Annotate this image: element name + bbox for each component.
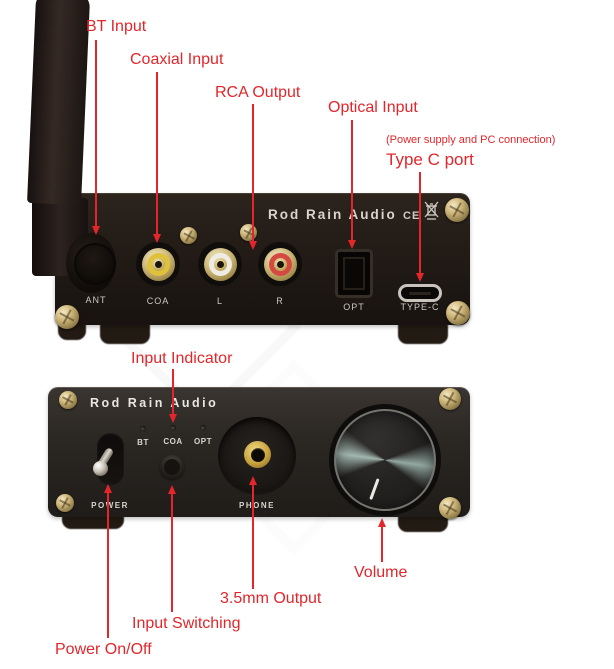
coa-label: COA	[146, 296, 170, 306]
antenna	[27, 0, 91, 206]
rca-right-output-jack	[260, 244, 300, 284]
rca-hole	[276, 260, 284, 268]
arrow-down-icon	[169, 414, 177, 423]
screw	[445, 198, 469, 222]
annotation-coaxial-input: Coaxial Input	[130, 51, 224, 68]
front-device-foot	[62, 514, 124, 529]
screw	[439, 497, 461, 519]
type-c-label: TYPE-C	[400, 302, 440, 312]
annotation-line	[252, 485, 254, 589]
annotation-bt-input: BT Input	[86, 18, 147, 35]
annotation-line	[95, 40, 97, 226]
arrow-up-icon	[104, 484, 112, 493]
annotation-3-5mm-output: 3.5mm Output	[220, 590, 322, 607]
arrow-down-icon	[92, 226, 100, 235]
annotation-line	[107, 493, 109, 638]
annotation-optical-input: Optical Input	[328, 99, 418, 116]
annotation-typec-note: (Power supply and PC connection)	[386, 134, 556, 146]
annotation-rca-output: RCA Output	[215, 84, 301, 101]
annotation-typec: Type C port	[386, 150, 474, 169]
weee-bin-icon	[424, 201, 439, 220]
arrow-down-icon	[249, 241, 257, 250]
input-switching-button	[160, 455, 184, 479]
coaxial-input-jack	[138, 244, 178, 284]
annotation-power-onoff: Power On/Off	[55, 641, 152, 658]
phone-label: PHONE	[239, 501, 275, 510]
volume-knob	[334, 409, 436, 511]
annotation-input-indicator: Input Indicator	[131, 350, 233, 367]
screw	[240, 224, 257, 241]
volume-knob-indicator	[369, 478, 380, 500]
rca-left-output-jack	[200, 244, 240, 284]
antenna-connector	[76, 245, 114, 283]
coa-led-indicator	[170, 425, 176, 431]
power-label: POWER	[91, 501, 129, 510]
screw	[446, 301, 470, 325]
annotation-line	[381, 527, 383, 562]
annotation-line	[252, 104, 254, 241]
opt-led-indicator	[200, 425, 206, 431]
headphone-jack-hole	[250, 447, 265, 462]
annotation-line	[419, 172, 421, 273]
annotation-volume: Volume	[354, 564, 408, 581]
annotation-line	[172, 369, 174, 414]
power-toggle-ball	[93, 461, 108, 476]
arrow-down-icon	[348, 240, 356, 249]
arrow-up-icon	[168, 485, 176, 494]
screw	[180, 227, 197, 244]
back-brand-text: Rod Rain Audio	[268, 207, 397, 222]
rca-hole	[216, 260, 224, 268]
ce-mark-icon: CE	[403, 210, 421, 222]
annotation-input-switching: Input Switching	[132, 615, 241, 632]
annotation-line	[351, 120, 353, 240]
optical-port	[335, 249, 373, 298]
screw	[59, 391, 77, 409]
bt-led-label: BT	[137, 438, 149, 447]
headphone-jack	[244, 441, 271, 468]
arrow-up-icon	[249, 476, 257, 485]
back-device-foot	[398, 322, 448, 344]
headphone-jack-recess	[218, 417, 296, 495]
opt-led-label: OPT	[194, 437, 212, 446]
optical-port-inner	[343, 257, 365, 290]
arrow-up-icon	[378, 518, 386, 527]
ant-label: ANT	[85, 295, 107, 305]
coa-led-label: COA	[163, 437, 183, 446]
rca-hole	[154, 260, 162, 268]
screw	[439, 388, 461, 410]
type-c-port	[398, 284, 442, 302]
bt-led-indicator	[140, 426, 146, 432]
annotation-line	[171, 494, 173, 612]
annotation-line	[156, 72, 158, 234]
front-device-foot	[398, 514, 448, 532]
rca-r-label: R	[276, 296, 284, 306]
rca-l-label: L	[216, 296, 224, 306]
arrow-down-icon	[153, 234, 161, 243]
arrow-down-icon	[416, 273, 424, 282]
screw	[55, 305, 79, 329]
front-brand-text: Rod Rain Audio	[90, 396, 219, 410]
opt-label: OPT	[343, 302, 365, 312]
back-device-foot	[100, 322, 150, 344]
screw	[56, 494, 74, 512]
